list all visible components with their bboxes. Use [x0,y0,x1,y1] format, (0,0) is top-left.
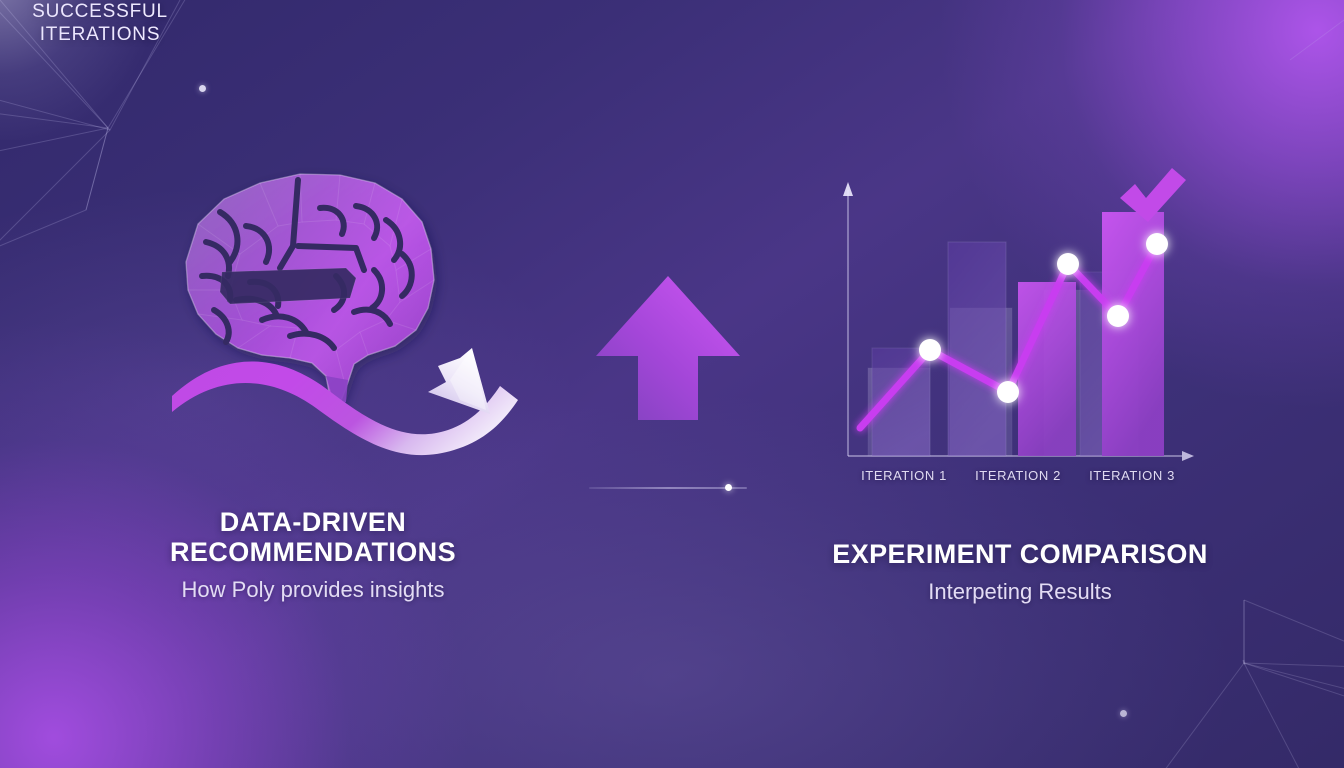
left-panel-title-line1: DATA-DRIVEN [219,507,407,537]
chart-axis-label-1: ITERATION 2 [975,468,1061,483]
bar-chart-icon: ITERATION 1 ITERATION 2 ITERATION 3 [830,160,1210,500]
chart-trend-line [856,240,1161,432]
chart-axis-label-0: ITERATION 1 [861,468,947,483]
chart-data-points [919,233,1168,403]
chart-axis-labels: ITERATION 1 ITERATION 2 ITERATION 3 [830,468,1210,488]
chart-axis-label-2: ITERATION 3 [1089,468,1175,483]
bg-dot-1 [199,85,206,92]
up-arrow-icon [596,276,740,420]
left-panel-title-line2: RECOMMENDATIONS [170,536,456,567]
chart-bars-comparison [871,241,1139,457]
middle-panel-label-line1: SUCCESSFUL [32,1,168,22]
right-panel-title-block: EXPERIMENT COMPARISON Interpeting Result… [775,539,1265,605]
bg-dot-2 [1120,710,1127,717]
left-panel-title-block: DATA-DRIVEN RECOMMENDATIONS How Poly pro… [68,507,558,604]
right-panel-subtitle: Interpeting Results [928,578,1112,604]
middle-panel-divider [589,487,747,489]
swoosh-arrowhead-icon [428,348,490,414]
left-panel-subtitle: How Poly provides insights [181,577,445,603]
brain-illustration [172,173,518,456]
left-panel-title: DATA-DRIVEN RECOMMENDATIONS [68,507,558,567]
middle-panel-label-line2: ITERATIONS [39,24,161,46]
middle-panel-label-block: SUCCESSFUL ITERATIONS [0,0,200,46]
growth-swoosh-arrow-icon [172,361,518,456]
right-panel-title: EXPERIMENT COMPARISON [832,539,1208,569]
checkmark-icon [1120,168,1186,222]
middle-panel-progress-dot [725,484,732,491]
